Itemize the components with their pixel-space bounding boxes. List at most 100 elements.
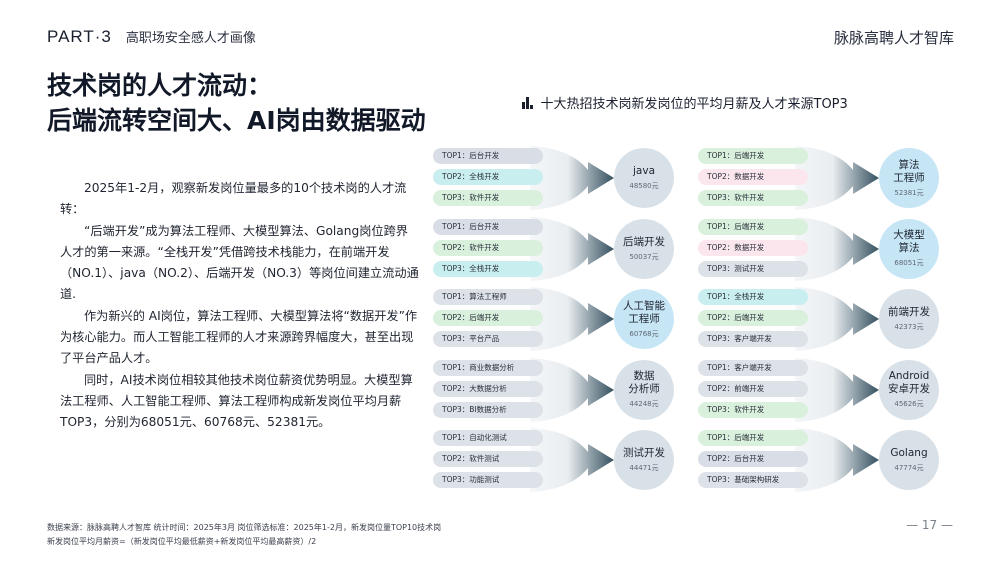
source-pill: TOP2：全栈开发 [433, 169, 543, 185]
source-pill: TOP1：全栈开发 [698, 289, 808, 305]
chart-title-text: 十大热招技术岗新发岗位的平均月薪及人才来源TOP3 [540, 97, 848, 112]
arrow-shape [530, 146, 614, 210]
arrow-shape [530, 428, 614, 492]
job-salary: 60768元 [629, 329, 659, 338]
source-rank: TOP3： [707, 334, 735, 343]
footnote: 数据来源：脉脉高聘人才智库 统计时间：2025年3月 岗位筛选标准：2025年1… [47, 521, 441, 549]
source-pill: TOP2：后端开发 [433, 310, 543, 326]
job-salary: 45626元 [894, 400, 924, 408]
source-rank: TOP1： [707, 362, 735, 372]
source-name: BI数据分析 [469, 404, 507, 414]
part-label: PART·3 [47, 27, 112, 46]
title-line-1: 技术岗的人才流动： [47, 71, 273, 100]
arrow-shape [530, 287, 614, 351]
source-pill: TOP1：后端开发 [698, 148, 808, 164]
source-name: 客户端开发 [734, 334, 772, 343]
job-name: java [633, 165, 655, 177]
job-salary: 68051元 [894, 259, 924, 267]
source-name: 自动化测试 [469, 433, 507, 442]
source-rank: TOP1： [707, 151, 735, 160]
page-number: — 17 — [906, 518, 953, 532]
flow-arrow [530, 146, 614, 210]
source-name: 后台开发 [469, 221, 500, 231]
page-header: PART·3 高职场安全感人才画像 [47, 27, 256, 47]
source-pill: TOP3：基础架构研发 [698, 472, 808, 488]
title-line-2: 后端流转空间大、AI岗由数据驱动 [47, 106, 426, 135]
source-pill: TOP3：客户端开发 [698, 331, 808, 347]
source-name: 软件开发 [734, 404, 765, 414]
source-pill: TOP2：大数据分析 [433, 380, 543, 397]
source-pill: TOP3：全栈开发 [433, 260, 543, 277]
flow-arrow [530, 357, 614, 422]
job-salary: 50037元 [629, 252, 659, 261]
source-rank: TOP1： [442, 433, 470, 442]
job-salary: 48580元 [629, 182, 659, 190]
source-rank: TOP3： [707, 404, 735, 414]
source-rank: TOP3： [707, 475, 735, 484]
source-pill: TOP2：软件开发 [433, 239, 543, 256]
source-rank: TOP2： [442, 172, 470, 181]
source-pill: TOP2：软件测试 [433, 451, 543, 467]
job-name: 数据分析师 [628, 370, 660, 395]
source-name: 功能测试 [469, 475, 500, 484]
chart-title: 十大热招技术岗新发岗位的平均月薪及人才来源TOP3 [522, 93, 848, 112]
source-rank: TOP1： [442, 362, 470, 372]
footnote-line-2: 新发岗位平均月薪资=（新发岗位平均最低薪资+新发岗位平均最高薪资）/2 [47, 537, 317, 546]
job-name: 人工智能工程师 [623, 299, 665, 325]
arrow-shape [530, 216, 614, 281]
job-name: 前端开发 [888, 306, 930, 318]
source-name: 后端开发 [734, 221, 765, 231]
source-name: 算法工程师 [469, 292, 507, 301]
flow-arrow [795, 357, 879, 422]
job-salary: 44248元 [629, 400, 659, 408]
source-rank: TOP3： [707, 193, 735, 202]
source-name: 全栈开发 [469, 263, 500, 273]
job-circle: 前端开发 42373元 [879, 289, 939, 349]
source-name: 数据开发 [734, 242, 765, 252]
source-name: 数据开发 [734, 172, 765, 181]
arrow-shape [795, 146, 879, 210]
source-pill: TOP2：后台开发 [698, 451, 808, 467]
source-rank: TOP2： [442, 313, 470, 322]
source-rank: TOP2： [707, 454, 735, 463]
source-pill: TOP1：后台开发 [433, 218, 543, 235]
arrow-shape [795, 357, 879, 422]
paragraph-salary: 同时，AI技术岗位相较其他技术岗位薪资优势明显。大模型算法工程师、人工智能工程师… [60, 372, 413, 430]
source-name: 全栈开发 [734, 292, 765, 301]
source-name: 软件测试 [469, 454, 500, 463]
source-pill: TOP3：软件开发 [698, 190, 808, 206]
section-title: 高职场安全感人才画像 [125, 31, 256, 46]
source-rank: TOP3： [442, 404, 470, 414]
source-rank: TOP2： [707, 172, 735, 181]
source-rank: TOP2： [707, 242, 735, 252]
source-rank: TOP1： [707, 221, 735, 231]
flow-arrow [530, 216, 614, 281]
source-rank: TOP1： [707, 292, 735, 301]
job-salary: 42373元 [894, 323, 924, 331]
source-rank: TOP2： [442, 242, 470, 252]
source-name: 基础架构研发 [734, 475, 780, 484]
source-name: 软件开发 [469, 242, 500, 252]
job-name: Golang [890, 447, 928, 459]
source-rank: TOP1： [707, 433, 735, 442]
source-name: 软件开发 [469, 193, 500, 202]
flow-arrow [795, 146, 879, 210]
job-salary: 52381元 [894, 188, 924, 197]
source-name: 后端开发 [734, 433, 765, 442]
source-pill: TOP1：自动化测试 [433, 430, 543, 446]
source-name: 前端开发 [734, 383, 765, 393]
source-rank: TOP2： [442, 454, 470, 463]
source-pill: TOP2：前端开发 [698, 380, 808, 397]
